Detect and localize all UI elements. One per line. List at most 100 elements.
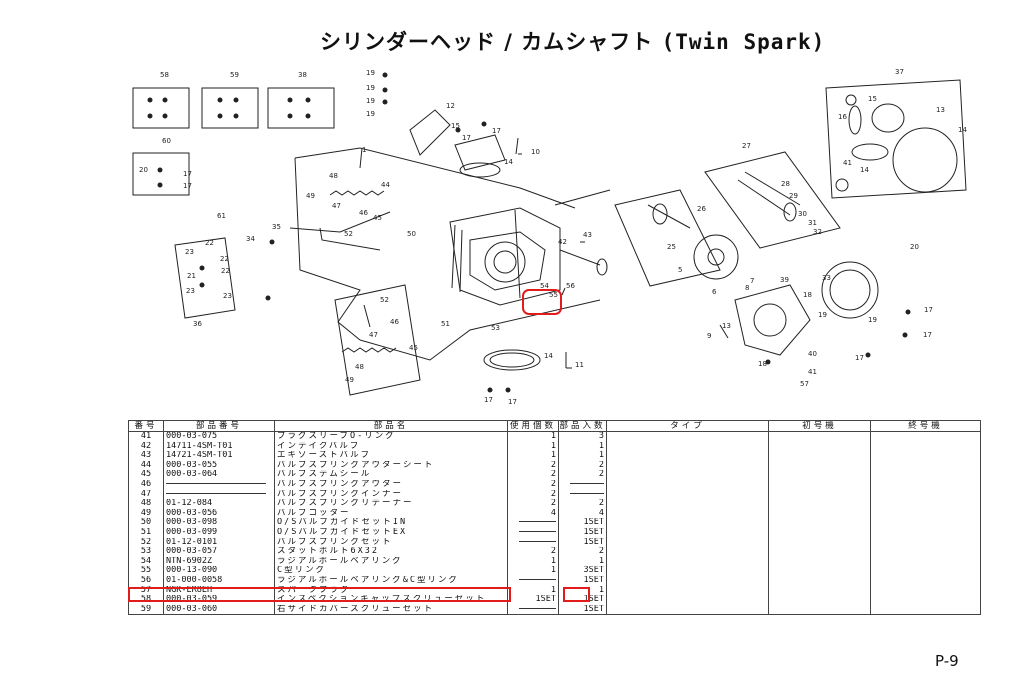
- cell-type: [606, 451, 769, 461]
- cell-type: [606, 489, 769, 500]
- cell-pack: 1SET: [558, 604, 607, 616]
- callout-label: 17: [855, 354, 864, 362]
- cell-name: O/SバルブガイドセットEX: [274, 527, 508, 538]
- header-number: 番号: [128, 420, 164, 432]
- callout-label: 17: [924, 306, 933, 314]
- cell-pack: 1: [558, 556, 607, 567]
- cell-last: [870, 547, 981, 557]
- callout-label: 12: [446, 102, 455, 110]
- header-part-name: 部品名: [274, 420, 508, 432]
- cell-pack: 1SET: [558, 518, 607, 528]
- cell-type: [606, 556, 769, 567]
- callout-label: 17: [183, 182, 192, 190]
- callout-label: 7: [750, 277, 754, 285]
- callout-label: 19: [818, 311, 827, 319]
- cell-type: [606, 537, 769, 548]
- callout-label: 17: [484, 396, 493, 404]
- cell-pack: 1SET: [558, 527, 607, 538]
- cell-pack: 1: [558, 451, 607, 461]
- cell-pack: 2: [558, 499, 607, 509]
- callout-label: 1: [362, 146, 366, 154]
- cell-type: [606, 566, 769, 576]
- cell-type: [606, 508, 769, 519]
- callout-label: 17: [462, 134, 471, 142]
- cell-type: [606, 518, 769, 528]
- cell-qty: 1: [507, 441, 559, 452]
- callout-label: 14: [544, 352, 553, 360]
- callout-label: 8: [745, 284, 749, 292]
- cell-name: O/SバルブガイドセットIN: [274, 518, 508, 528]
- callout-label: 39: [780, 276, 789, 284]
- cell-name: バルブスプリングアウターシート: [274, 460, 508, 471]
- cell-last: [870, 566, 981, 576]
- callout-label: 6: [712, 288, 717, 296]
- cell-name: ラジアルボールベアリング: [274, 556, 508, 567]
- callout-label: 49: [345, 376, 354, 384]
- cell-pack: 2: [558, 470, 607, 480]
- cell-part: 01-000-0058: [163, 575, 275, 586]
- cell-part: 01-12-084: [163, 499, 275, 509]
- cell-type: [606, 527, 769, 538]
- cell-pack: 3SET: [558, 566, 607, 576]
- cell-no: 50: [128, 518, 164, 528]
- callout-label: 17: [492, 127, 501, 135]
- callout-label: 15: [868, 95, 877, 103]
- page-title: シリンダーヘッド / カムシャフト (Twin Spark): [320, 30, 826, 54]
- callout-label: 44: [381, 181, 390, 189]
- cell-name: ラジアルボールベアリング&C型リング: [274, 575, 508, 586]
- callout-label: 25: [667, 243, 676, 251]
- callout-label: 56: [566, 282, 575, 290]
- callout-label: 19: [868, 316, 877, 324]
- cell-name: バルブスプリングインナー: [274, 489, 508, 500]
- callout-label: 10: [531, 148, 540, 156]
- callout-label: 46: [359, 209, 368, 217]
- callout-label: 41: [808, 368, 817, 376]
- callout-label: 41: [843, 159, 852, 167]
- cell-last: [870, 556, 981, 567]
- cell-first: [768, 527, 871, 538]
- cell-name: プラグスリーブO-リング: [274, 431, 508, 442]
- callout-label: 17: [923, 331, 932, 339]
- callout-label: 23: [186, 287, 195, 295]
- callout-label: 34: [246, 235, 255, 243]
- callout-label: 33: [822, 274, 831, 282]
- cell-first: [768, 556, 871, 567]
- cell-part: NTN-6902Z: [163, 556, 275, 567]
- cell-name: エキゾーストバルブ: [274, 451, 508, 461]
- cell-first: [768, 566, 871, 576]
- cell-last: [870, 585, 981, 596]
- callout-label: 55: [549, 291, 558, 299]
- callout-label: 36: [193, 320, 202, 328]
- cell-type: [606, 470, 769, 480]
- cell-type: [606, 431, 769, 442]
- callout-label: 49: [306, 192, 315, 200]
- cell-qty: [507, 527, 559, 538]
- cell-type: [606, 479, 769, 490]
- cell-qty: 1: [507, 431, 559, 442]
- row-55-highlight: [128, 587, 511, 602]
- callout-label: 30: [798, 210, 807, 218]
- diagram-highlight-55: [522, 289, 562, 315]
- cell-first: [768, 604, 871, 616]
- callout-label: 26: [697, 205, 706, 213]
- cell-last: [870, 537, 981, 548]
- cell-type: [606, 604, 769, 616]
- cell-no: 45: [128, 470, 164, 480]
- cell-qty: 1: [507, 556, 559, 567]
- cell-part: [163, 479, 275, 490]
- cell-qty: 2: [507, 470, 559, 480]
- cell-first: [768, 451, 871, 461]
- cell-last: [870, 499, 981, 509]
- cell-no: 54: [128, 556, 164, 567]
- callout-label: 45: [409, 344, 418, 352]
- cell-qty: 2: [507, 479, 559, 490]
- cell-type: [606, 595, 769, 605]
- cell-first: [768, 537, 871, 548]
- cell-pack: 1SET: [558, 537, 607, 548]
- cell-qty: 1: [507, 451, 559, 461]
- cell-last: [870, 470, 981, 480]
